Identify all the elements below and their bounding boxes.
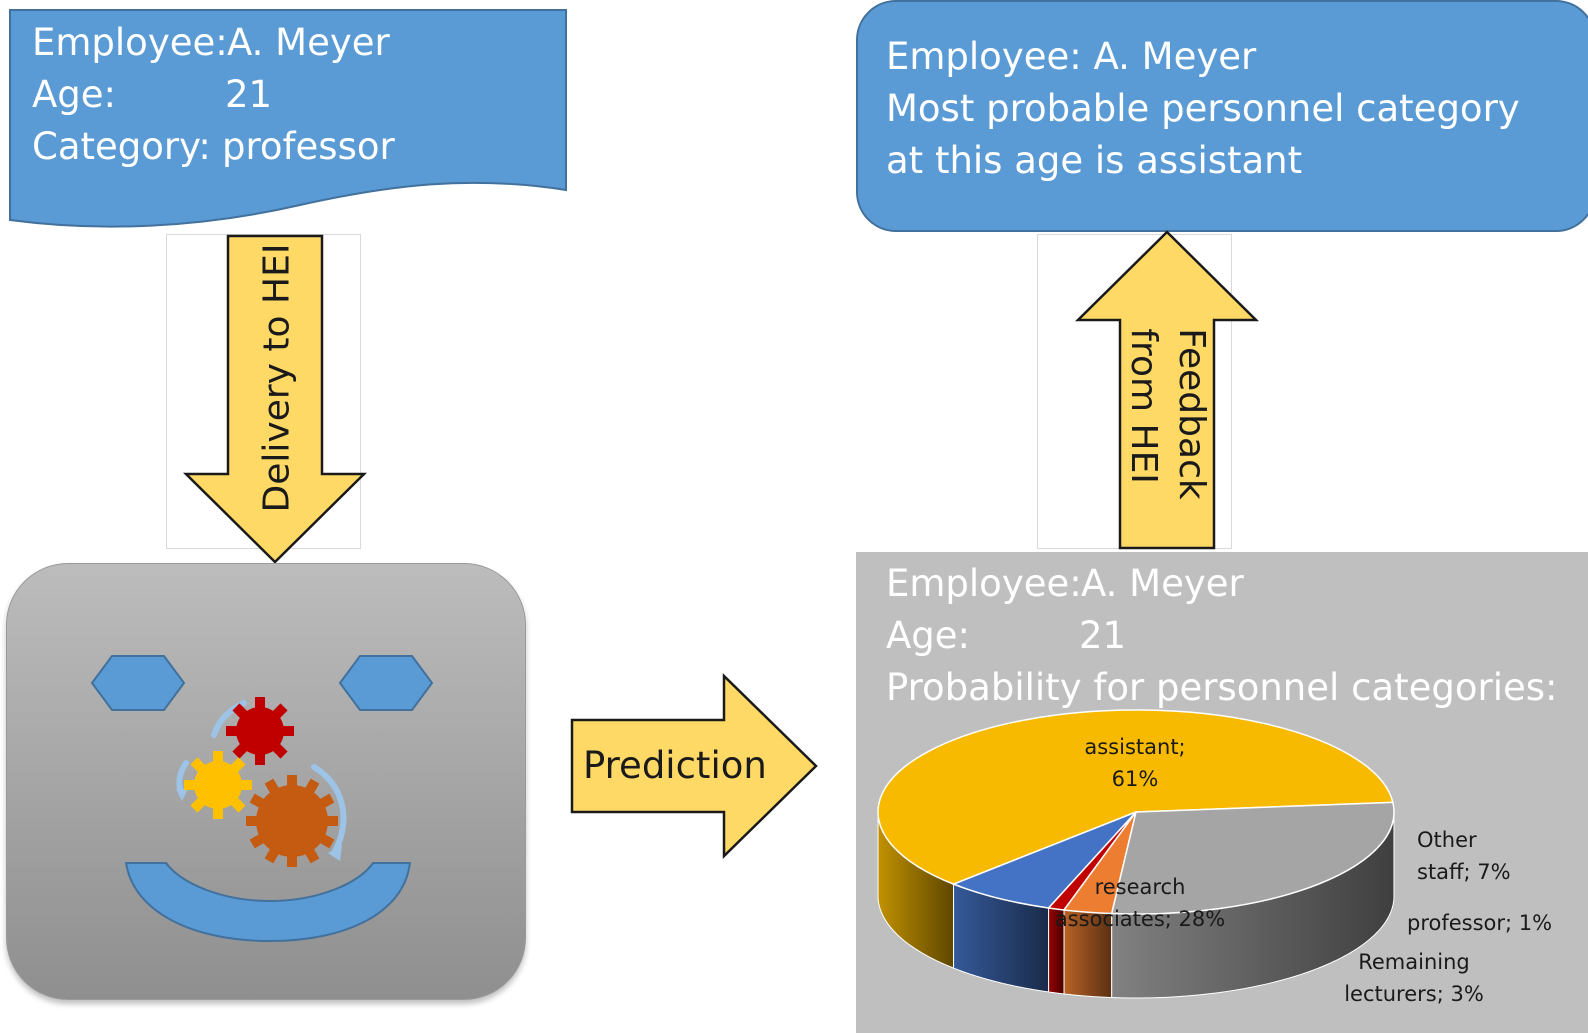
prediction-arrow [570, 673, 818, 859]
input-employee-row: Employee: [32, 17, 228, 69]
probability-heading: Probability for personnel categories: [886, 666, 1558, 709]
pie-label-professor-line-1: professor; 1% [1407, 911, 1553, 935]
pie-slice-other-staff [951, 811, 1137, 909]
pie-label-other-staff-line-1: Other [1417, 828, 1477, 852]
pie-label-research-associates-line-1: research [1094, 875, 1186, 899]
output-card [856, 0, 1588, 232]
left-eye-icon [90, 655, 186, 711]
feedback-arrow [1074, 230, 1260, 550]
pie-label-assistant-line-2: 61% [1111, 767, 1159, 791]
pie-label-assistant-line-1: assistant; [1084, 735, 1186, 759]
pie-label-remaining-lecturers-line-1: Remaining [1358, 950, 1470, 974]
feedback-label-line-1: Feedback [1171, 328, 1212, 500]
pie-label-professor: professor; 1% [1407, 907, 1552, 939]
pie-slice-assistant [877, 709, 1394, 885]
output-line-2: Most probable personnel category [886, 87, 1520, 130]
pie-label-other-staff: Other staff; 7% [1417, 824, 1511, 888]
output-line-1: Employee: A. Meyer [886, 35, 1257, 78]
result-panel-text: Employee: A. Meyer Age: 21 Probability f… [886, 558, 1576, 718]
pie-label-research-associates: research associates; 28% [1050, 871, 1230, 935]
input-employee-value: A. Meyer [227, 21, 390, 64]
delivery-arrow [182, 234, 368, 564]
input-card: Employee: A. Meyer Age: 21 Category: pro… [32, 17, 562, 177]
result-age-value: 21 [1079, 614, 1127, 657]
pie-label-remaining-lecturers-line-2: lecturers; 3% [1344, 982, 1484, 1006]
pie-label-remaining-lecturers: Remaining lecturers; 3% [1340, 946, 1488, 1010]
output-line-3: at this age is assistant [886, 139, 1303, 182]
pie-label-research-associates-line-2: associates; 28% [1054, 907, 1226, 931]
pie-label-assistant: assistant; 61% [1070, 731, 1200, 795]
probability-pie-chart [877, 709, 1395, 999]
prediction-label: Prediction [583, 744, 767, 787]
gear-yellow-icon [184, 751, 252, 819]
pie-slice-research-associates [1110, 801, 1395, 915]
result-employee-label: Employee: [886, 562, 1082, 605]
gear-orange-icon [246, 775, 338, 867]
feedback-label: Feedback from HEI [1119, 328, 1215, 499]
feedback-label-line-2: from HEI [1123, 328, 1164, 484]
input-category-label: Category: [32, 125, 211, 168]
delivery-label: Delivery to HEI [256, 243, 298, 513]
input-card-shape [9, 9, 567, 228]
right-eye-icon [338, 655, 434, 711]
pie-label-other-staff-line-2: staff; 7% [1417, 860, 1511, 884]
output-card-text: Employee: A. Meyer Most probable personn… [886, 31, 1576, 187]
gear-red-icon [226, 697, 294, 765]
result-employee-value: A. Meyer [1081, 562, 1244, 605]
input-age-value: 21 [225, 73, 273, 116]
result-age-label: Age: [886, 614, 971, 657]
predictor-face [90, 655, 434, 943]
input-age-label: Age: [32, 73, 117, 116]
input-category-value: professor [222, 125, 395, 168]
mouth-icon [124, 862, 412, 943]
input-employee-label: Employee: [32, 21, 228, 64]
